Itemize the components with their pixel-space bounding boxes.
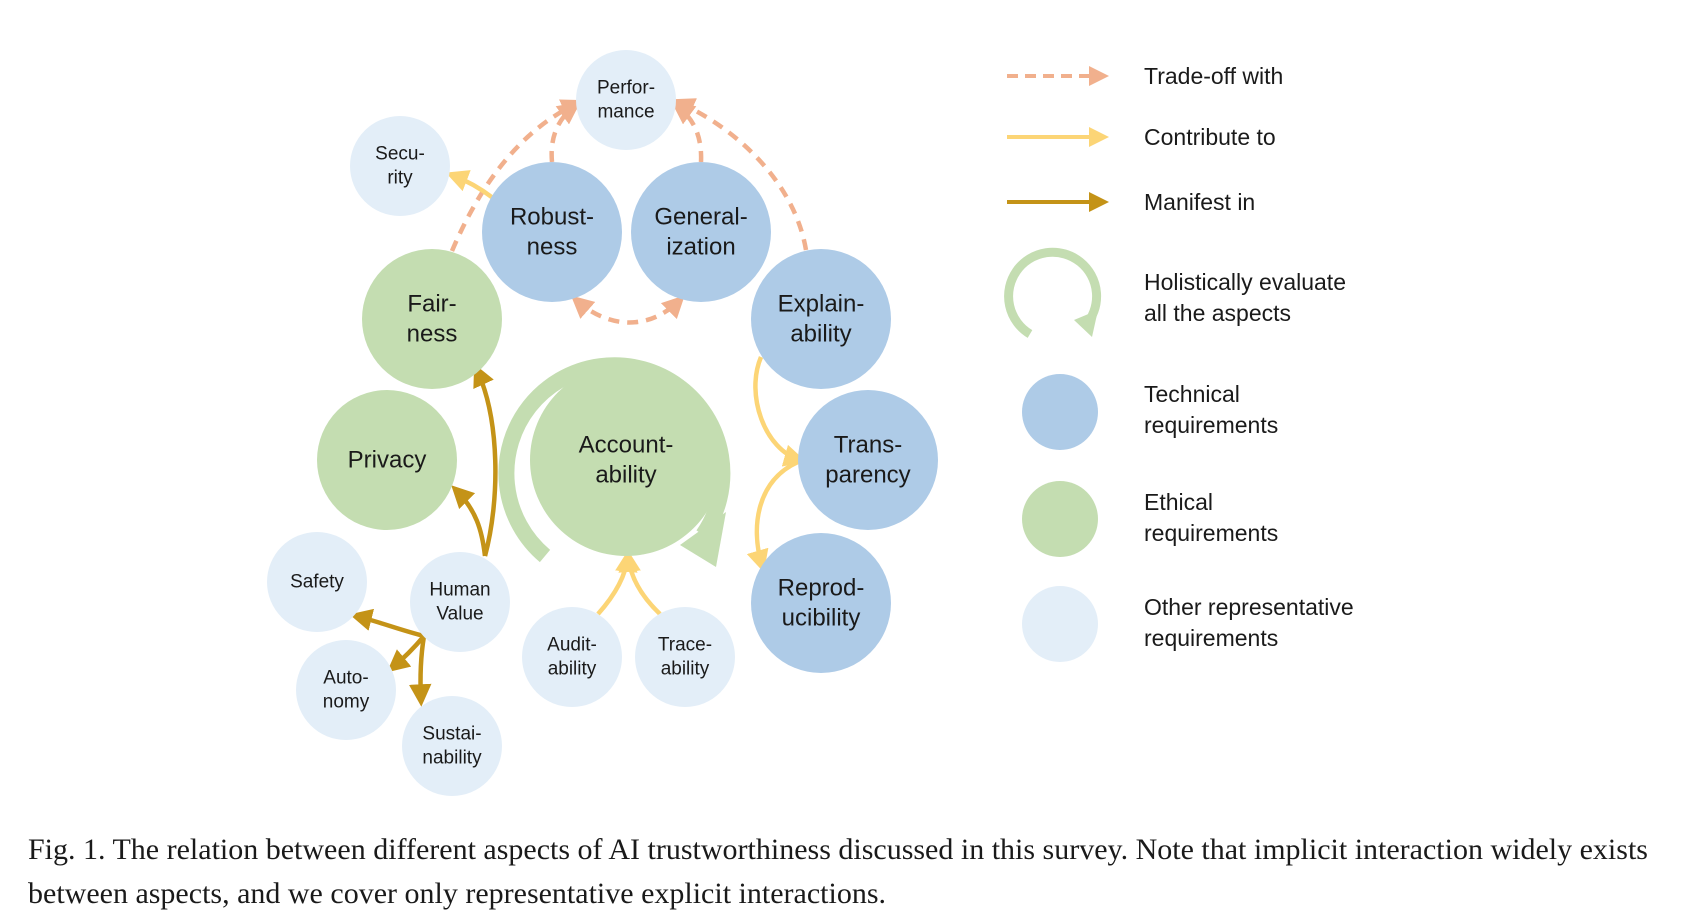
node-auditability-label-2: ability — [548, 658, 597, 679]
edges-layer — [349, 98, 809, 707]
legend-technical-line-1: Technical — [1144, 381, 1240, 407]
edge-contribute-robustness-to-security — [445, 170, 495, 200]
node-traceability-circle — [635, 607, 735, 707]
node-robustness-label-2: ness — [527, 234, 578, 261]
node-human-value-label-1: Human — [429, 580, 490, 601]
legend-technical-line-2: requirements — [1144, 412, 1278, 438]
node-traceability-label-1: Trace- — [658, 635, 712, 656]
node-fairness-circle — [362, 249, 502, 389]
edge-contribute-traceability-to-accountability — [618, 549, 662, 616]
node-autonomy: Auto-nomy — [296, 640, 396, 740]
edge-trade-off-explainability-to-performance — [671, 98, 809, 251]
legend-trade-off-label: Trade-off with — [1144, 63, 1283, 89]
node-auditability-label-1: Audit- — [547, 635, 597, 656]
legend-ethical-line-2: requirements — [1144, 520, 1278, 546]
node-transparency-label-2: parency — [825, 462, 910, 489]
node-performance-label-1: Perfor- — [597, 78, 655, 99]
node-explainability: Explain-ability — [751, 249, 891, 389]
node-robustness-circle — [482, 162, 622, 302]
node-generalization-circle — [631, 162, 771, 302]
edge-trade-off-robustness-to-performance — [549, 101, 581, 163]
node-transparency: Trans-parency — [798, 390, 938, 530]
node-security-label-1: Secu- — [375, 144, 425, 165]
node-generalization-label-2: ization — [666, 234, 735, 261]
node-performance-circle — [576, 50, 676, 150]
node-robustness-label-1: Robust- — [510, 204, 594, 231]
figure-caption: Fig. 1. The relation between different a… — [28, 833, 1648, 910]
node-performance-label-2: mance — [597, 101, 654, 122]
node-safety-label-1: Safety — [290, 572, 344, 593]
node-fairness-label-2: ness — [407, 321, 458, 348]
legend-holistic-line-1: Holistically evaluate — [1144, 269, 1346, 295]
node-generalization: General-ization — [631, 162, 771, 302]
node-autonomy-label-1: Auto- — [323, 668, 368, 689]
node-explainability-label-2: ability — [790, 321, 851, 348]
node-accountability: Account-ability — [530, 364, 722, 556]
edge-manifest-human-value-to-fairness — [473, 363, 498, 557]
node-human-value-circle — [410, 552, 510, 652]
legend-holistic-icon — [1004, 247, 1102, 338]
legend-technical-swatch — [1022, 374, 1098, 450]
legend-holistic-line-2: all the aspects — [1144, 300, 1291, 326]
holistic-loop-arrowhead — [680, 512, 726, 567]
node-reproducibility-label-1: Reprod- — [778, 575, 865, 602]
node-accountability-label-1: Account- — [579, 432, 674, 459]
node-autonomy-label-2: nomy — [323, 691, 370, 712]
node-privacy-circle — [317, 390, 457, 530]
legend-manifest-label: Manifest in — [1144, 189, 1255, 215]
node-privacy-label-1: Privacy — [348, 447, 427, 474]
legend-other-line-1: Other representative — [1144, 594, 1354, 620]
node-safety: Safety — [267, 532, 367, 632]
node-performance: Perfor-mance — [576, 50, 676, 150]
legend-other-line-2: requirements — [1144, 625, 1278, 651]
node-fairness-label-1: Fair- — [407, 291, 456, 318]
node-transparency-circle — [798, 390, 938, 530]
node-auditability-circle — [522, 607, 622, 707]
legend-ethical-line-1: Ethical — [1144, 489, 1213, 515]
node-autonomy-circle — [296, 640, 396, 740]
node-security: Secu-rity — [350, 116, 450, 216]
node-auditability: Audit-ability — [522, 607, 622, 707]
node-sustainability: Sustai-nability — [402, 696, 502, 796]
legend-other-swatch — [1022, 586, 1098, 662]
node-sustainability-label-1: Sustai- — [422, 724, 481, 745]
node-security-label-2: rity — [387, 167, 413, 188]
node-accountability-circle — [530, 364, 722, 556]
node-reproducibility-label-2: ucibility — [782, 605, 861, 632]
edge-contribute-explainability-to-transparency — [753, 356, 807, 467]
node-transparency-label-1: Trans- — [834, 432, 902, 459]
edge-contribute-transparency-to-reproducibility — [746, 459, 799, 573]
node-accountability-label-2: ability — [595, 462, 656, 489]
node-safety-circle — [267, 532, 367, 632]
edge-manifest-human-value-to-privacy — [451, 485, 488, 557]
legend-contribute-label: Contribute to — [1144, 124, 1276, 150]
node-reproducibility: Reprod-ucibility — [751, 533, 891, 673]
node-human-value-label-2: Value — [436, 603, 483, 624]
node-robustness: Robust-ness — [482, 162, 622, 302]
node-fairness: Fair-ness — [362, 249, 502, 389]
edge-contribute-auditability-to-accountability — [596, 549, 638, 616]
nodes-layer: Perfor-manceSecu-rityRobust-nessGeneral-… — [267, 50, 938, 796]
node-reproducibility-circle — [751, 533, 891, 673]
node-explainability-label-1: Explain- — [778, 291, 865, 318]
edge-manifest-human-value-to-safety — [349, 608, 425, 639]
legend-holistic-arrowhead — [1074, 310, 1098, 337]
node-sustainability-circle — [402, 696, 502, 796]
legend-ethical-swatch — [1022, 481, 1098, 557]
node-sustainability-label-2: nability — [422, 747, 482, 768]
node-explainability-circle — [751, 249, 891, 389]
node-traceability: Trace-ability — [635, 607, 735, 707]
legend: Trade-off with Contribute to Manifest in… — [1004, 63, 1354, 662]
edge-manifest-human-value-to-sustainability — [408, 635, 432, 707]
node-privacy: Privacy — [317, 390, 457, 530]
edge-trade-off-robustness-to-generalization — [570, 295, 685, 325]
node-generalization-label-1: General- — [654, 204, 747, 231]
node-traceability-label-2: ability — [661, 658, 710, 679]
node-security-circle — [350, 116, 450, 216]
